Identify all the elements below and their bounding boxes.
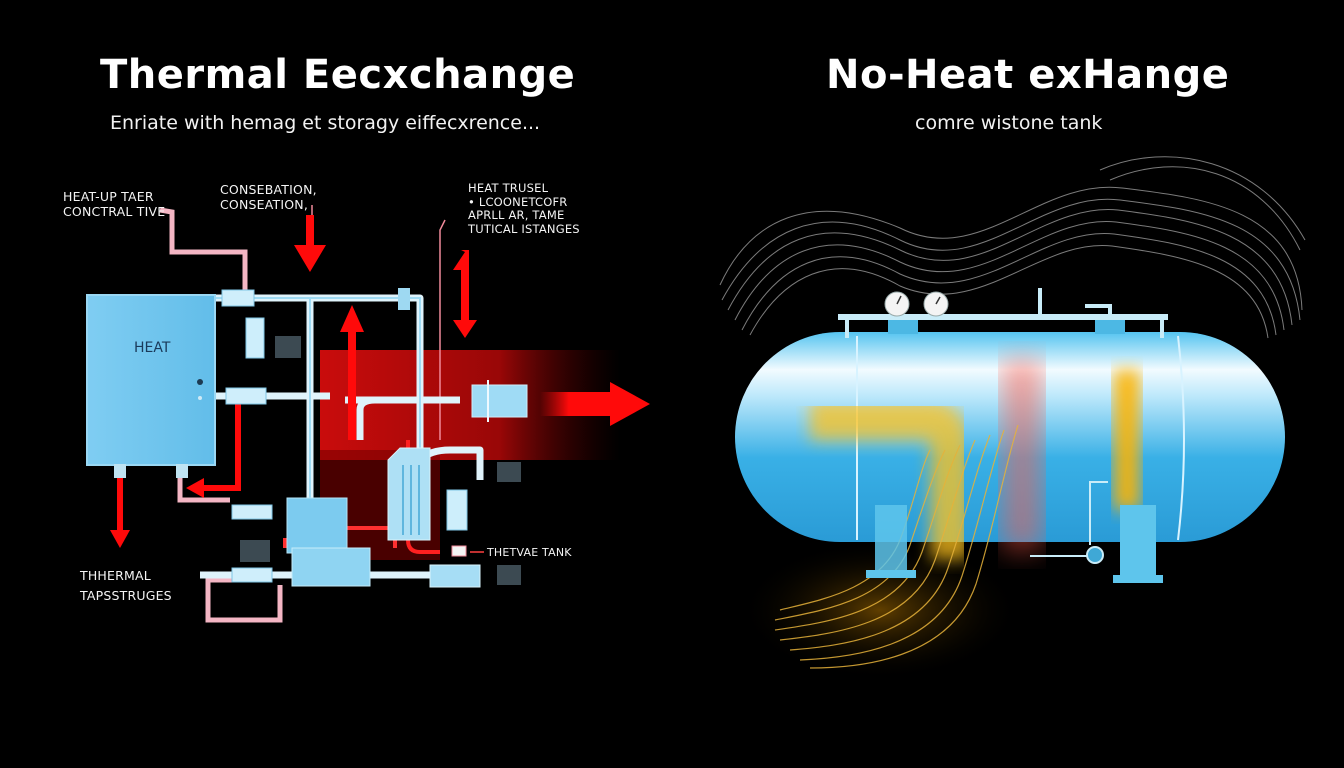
label-thermal: THHERMAL TAPSSTRUGES bbox=[80, 568, 172, 603]
label-thermal-tank: THETVAE TANK bbox=[487, 546, 572, 559]
left-subtitle: Enriate with hemag et storagy eiffecxren… bbox=[110, 112, 541, 134]
up-arrow-icon bbox=[340, 305, 364, 440]
heater-label: HEAT bbox=[134, 340, 171, 356]
heat-trusel-leader bbox=[439, 219, 446, 440]
output-arrow-icon bbox=[540, 382, 650, 426]
temperature-gauge-icon bbox=[923, 291, 949, 317]
label-conservation: CONSEBATION, CONSEATION, bbox=[220, 182, 317, 212]
down-arrow-small-icon bbox=[110, 530, 130, 548]
label-heat-trusel: HEAT TRUSEL • LCOONETCOFR APRLL AR, TAME… bbox=[468, 181, 580, 236]
heater-cabinet bbox=[86, 294, 216, 478]
field-lines bbox=[719, 156, 1306, 339]
heat-plumes bbox=[810, 360, 1140, 560]
bidirectional-arrow-icon bbox=[453, 250, 477, 338]
right-title: No-Heat exHange bbox=[826, 52, 1230, 98]
tank-supports bbox=[866, 505, 1163, 583]
top-rail bbox=[838, 288, 1168, 338]
right-subtitle: comre wistone tank bbox=[915, 112, 1103, 134]
left-title: Thermal Eecxchange bbox=[100, 52, 576, 98]
down-arrow-icon bbox=[294, 215, 326, 272]
label-heat-up: HEAT-UP TAER CONCTRAL TIVE bbox=[63, 189, 166, 219]
left-arrow-icon bbox=[186, 478, 204, 498]
valve-assembly bbox=[1030, 481, 1108, 564]
components bbox=[286, 380, 528, 588]
pressure-gauge-icon bbox=[884, 291, 910, 317]
valves bbox=[221, 288, 521, 585]
